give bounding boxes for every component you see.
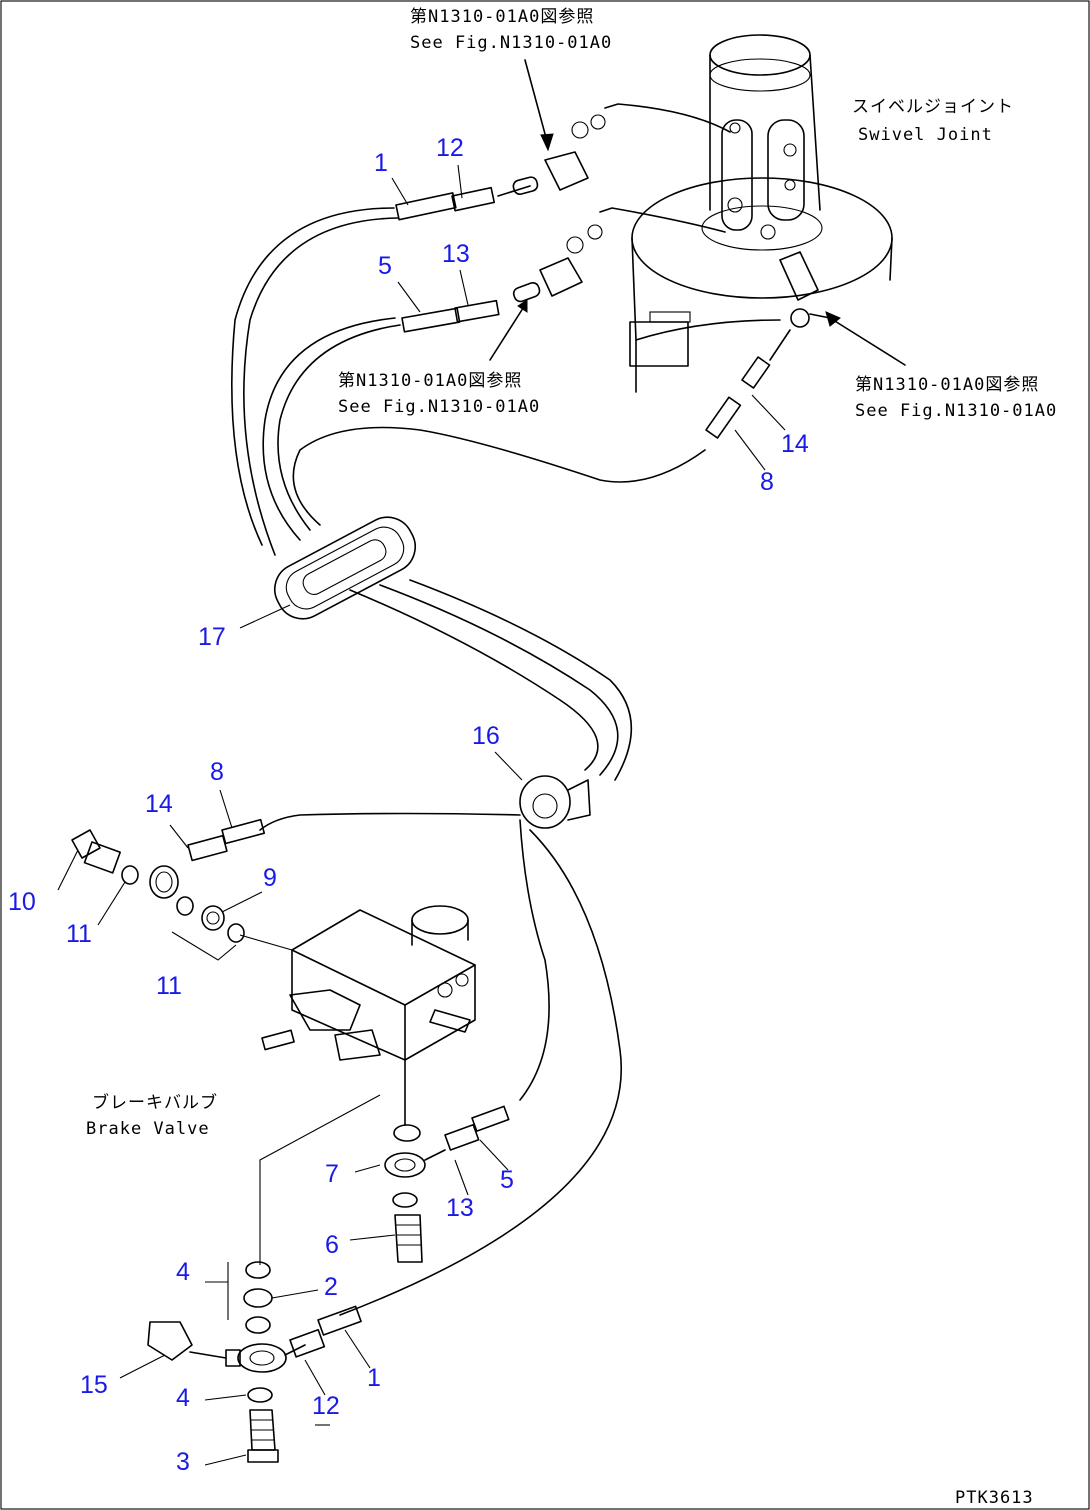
callout-16: 16 <box>472 722 500 750</box>
leader-brake <box>259 1094 381 1265</box>
brake-valve <box>239 905 476 1126</box>
ref-right-jp: 第N1310-01A0図参照 <box>855 375 1039 395</box>
eye-joint-7 <box>384 1149 446 1178</box>
swivel-joint <box>629 34 893 393</box>
callout-1-top: 1 <box>374 149 388 177</box>
drawing-number: PTK3613 <box>955 1488 1034 1508</box>
gasket-11a <box>121 865 139 885</box>
ref-top-en: See Fig.N1310-01A0 <box>410 33 612 53</box>
bolt-10 <box>71 829 121 874</box>
swivel-label-jp: スイベルジョイント <box>852 97 1014 117</box>
hose-1-lower-run <box>339 829 622 1316</box>
hose-5-lower-run <box>519 819 550 1101</box>
hose-bundle-b <box>379 584 619 776</box>
hose-bundle-c <box>409 579 633 781</box>
callout-13-top: 13 <box>442 240 470 268</box>
nut-2 <box>243 1288 273 1308</box>
callout-8-left: 8 <box>210 758 224 786</box>
callout-7: 7 <box>325 1160 339 1188</box>
callout-11-b: 11 <box>156 972 182 1000</box>
nut-9 <box>201 905 225 931</box>
switch-15 <box>147 1321 227 1361</box>
callout-2: 2 <box>324 1273 338 1301</box>
hose-1-lower <box>289 1305 362 1358</box>
callout-11-a: 11 <box>66 920 92 948</box>
bolt-3 <box>247 1409 279 1463</box>
callout-5-top: 5 <box>378 252 392 280</box>
gasket-4c <box>247 1387 273 1403</box>
callout-8-right: 8 <box>760 468 774 496</box>
callout-9: 9 <box>263 864 277 892</box>
callout-12-top: 12 <box>436 134 464 162</box>
callout-4-top: 4 <box>176 1258 190 1286</box>
hose-5-upper <box>262 207 726 541</box>
gasket-lower <box>392 1192 418 1208</box>
gasket-upper <box>393 1124 421 1142</box>
ref-arrow-mid <box>489 304 526 361</box>
callout-6: 6 <box>325 1231 339 1259</box>
ref-arrow-top <box>524 59 549 146</box>
callout-10: 10 <box>8 888 36 916</box>
ref-top-jp: 第N1310-01A0図参照 <box>410 7 594 27</box>
hose-bundle-a <box>349 589 599 771</box>
callout-12-bottom: 12 <box>312 1392 340 1420</box>
gasket-4b <box>245 1316 271 1334</box>
gasket-11b <box>176 896 194 916</box>
callout-4-bottom: 4 <box>176 1384 190 1412</box>
callout-14-left: 14 <box>145 790 173 818</box>
gasket-4a <box>245 1261 271 1279</box>
callout-1-bottom: 1 <box>367 1364 381 1392</box>
bolt-6 <box>394 1214 423 1263</box>
ref-mid-en: See Fig.N1310-01A0 <box>338 397 540 417</box>
callout-15: 15 <box>80 1371 108 1399</box>
hose-5-lower <box>444 1105 510 1151</box>
callout-14-right: 14 <box>781 430 809 458</box>
hose-1-upper <box>231 103 731 556</box>
callout-3: 3 <box>176 1448 190 1476</box>
ref-arrow-right <box>829 317 906 366</box>
clamp <box>519 775 591 829</box>
gasket-11c <box>227 923 245 943</box>
hose-8-upper <box>292 329 791 526</box>
callout-13-bottom: 13 <box>446 1194 474 1222</box>
callout-17: 17 <box>198 623 226 651</box>
ref-mid-jp: 第N1310-01A0図参照 <box>338 371 522 391</box>
callout-5-bottom: 5 <box>500 1166 514 1194</box>
hose-8-lower <box>149 812 521 899</box>
ref-right-en: See Fig.N1310-01A0 <box>855 401 1057 421</box>
brake-label-en: Brake Valve <box>86 1119 210 1139</box>
brake-label-jp: ブレーキバルブ <box>92 1092 218 1113</box>
swivel-label-en: Swivel Joint <box>858 125 993 145</box>
leader-lines <box>57 164 786 1466</box>
